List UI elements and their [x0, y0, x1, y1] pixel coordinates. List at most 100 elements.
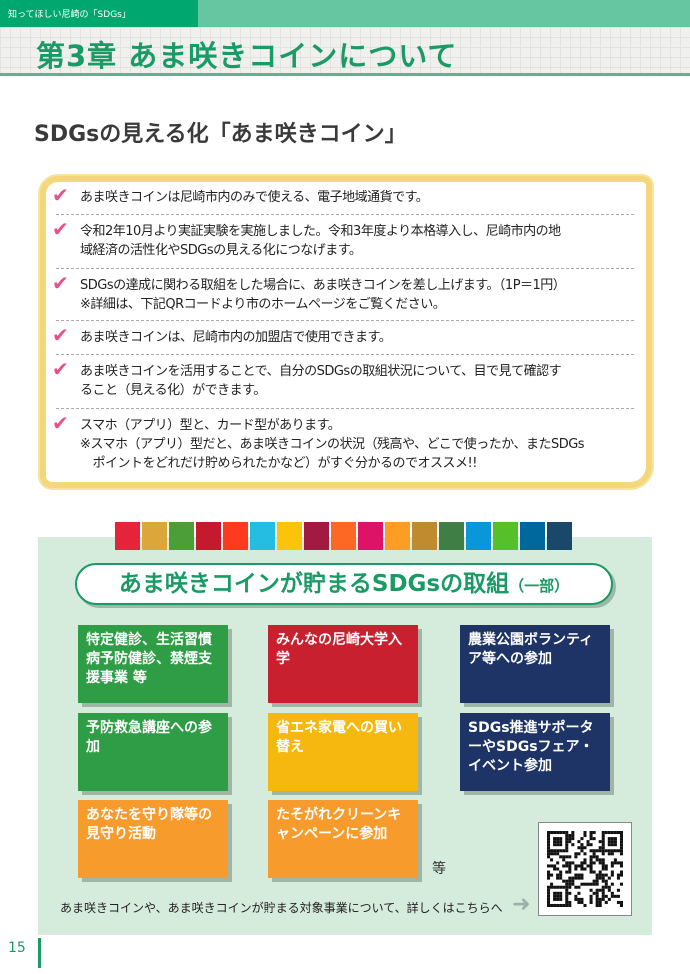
qr-module [601, 876, 605, 880]
qr-module [562, 879, 566, 883]
activity-card: SDGs推進サポーターやSDGsフェア・イベント参加 [460, 713, 610, 791]
qr-module [547, 897, 551, 901]
qr-module [559, 870, 563, 874]
qr-module [565, 831, 569, 835]
qr-module [607, 897, 611, 901]
panel-title-text: あま咲きコインが貯まるSDGsの取組 [118, 571, 510, 597]
qr-module [592, 855, 596, 859]
qr-module [574, 867, 578, 871]
qr-module [601, 879, 605, 883]
qr-module [619, 861, 623, 865]
qr-module [556, 897, 560, 901]
qr-module [583, 846, 587, 850]
qr-module [547, 849, 551, 853]
qr-module [568, 840, 572, 844]
qr-module [613, 840, 617, 844]
qr-module [577, 900, 581, 904]
qr-module [589, 861, 593, 865]
qr-module [556, 867, 560, 871]
qr-module [574, 873, 578, 877]
qr-module [553, 867, 557, 871]
qr-module [565, 891, 569, 895]
qr-module [613, 858, 617, 862]
qr-module [562, 858, 566, 862]
qr-module [598, 870, 602, 874]
check-icon: ✔ [52, 323, 69, 347]
qr-module [604, 831, 608, 835]
qr-module [550, 885, 554, 889]
qr-module [547, 834, 551, 838]
footer-text: あま咲きコインや、あま咲きコインが貯まる対象事業について、詳しくはこちらへ [60, 901, 503, 915]
qr-module [601, 885, 605, 889]
qr-module [598, 846, 602, 850]
qr-module [598, 861, 602, 865]
qr-module [619, 831, 623, 835]
qr-module [601, 837, 605, 841]
qr-module [619, 840, 623, 844]
check-icon: ✔ [52, 217, 69, 241]
qr-module [565, 900, 569, 904]
qr-module [553, 831, 557, 835]
qr-module [568, 864, 572, 868]
qr-module [568, 861, 572, 865]
qr-module [571, 834, 575, 838]
qr-module [559, 849, 563, 853]
qr-module [604, 867, 608, 871]
qr-module [565, 879, 569, 883]
qr-module [583, 882, 587, 886]
qr-module [574, 852, 578, 856]
qr-module [547, 888, 551, 892]
qr-module [550, 849, 554, 853]
qr-module [568, 867, 572, 871]
qr-module [568, 876, 572, 880]
qr-module [553, 891, 557, 895]
sdg-goal-color-11 [385, 522, 410, 550]
qr-module [601, 864, 605, 868]
sdg-goal-color-15 [493, 522, 518, 550]
qr-module [619, 843, 623, 847]
section-label: 知ってほしい尼崎の「SDGs」 [8, 10, 131, 20]
qr-module [580, 876, 584, 880]
qr-module [568, 834, 572, 838]
qr-module [568, 885, 572, 889]
qr-module [556, 849, 560, 853]
qr-module [565, 840, 569, 844]
qr-module [550, 864, 554, 868]
qr-module [604, 879, 608, 883]
qr-module [565, 897, 569, 901]
check-icon: ✔ [52, 357, 69, 381]
qr-module [553, 843, 557, 847]
top-bar: 知ってほしい尼崎の「SDGs」 [0, 0, 690, 27]
qr-module [610, 837, 614, 841]
note-line: スマホ（アプリ）型と、カード型があります。 [80, 418, 341, 433]
qr-module [559, 831, 563, 835]
qr-module [616, 900, 620, 904]
qr-module [601, 894, 605, 898]
qr-module [601, 861, 605, 865]
qr-module [601, 831, 605, 835]
qr-module [586, 840, 590, 844]
qr-module [619, 870, 623, 874]
qr-module [610, 843, 614, 847]
qr-code[interactable] [538, 822, 632, 916]
qr-module [565, 837, 569, 841]
qr-module [559, 837, 563, 841]
qr-module [580, 882, 584, 886]
qr-module [610, 894, 614, 898]
qr-module [595, 849, 599, 853]
qr-module [559, 855, 563, 859]
qr-module [589, 867, 593, 871]
sdg-goal-color-2 [142, 522, 167, 550]
qr-module [592, 837, 596, 841]
qr-module [571, 831, 575, 835]
note-line: 域経済の活性化やSDGsの見える化につなげます。 [80, 243, 362, 258]
qr-module [565, 849, 569, 853]
qr-module [595, 876, 599, 880]
page-subtitle: SDGsの見える化「あま咲きコイン」 [34, 122, 407, 147]
qr-module [598, 876, 602, 880]
qr-module [589, 870, 593, 874]
qr-module [583, 834, 587, 838]
qr-module [619, 864, 623, 868]
qr-module [553, 885, 557, 889]
qr-module [598, 840, 602, 844]
